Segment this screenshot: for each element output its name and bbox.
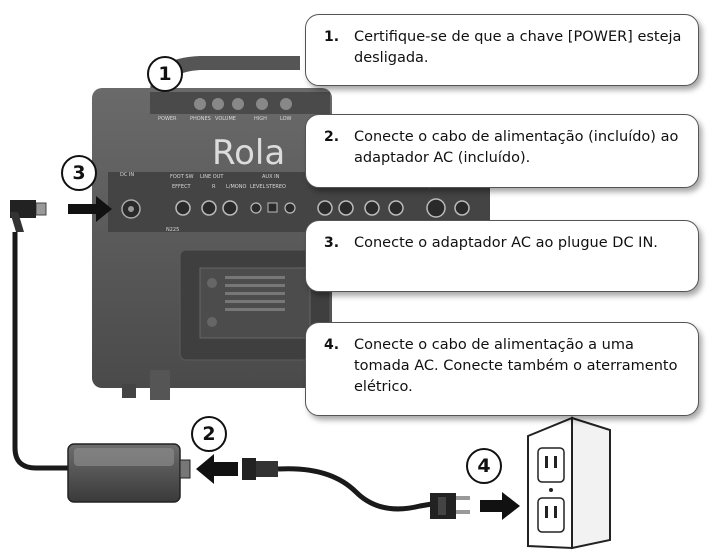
step-box-2: 2. Conecte o cabo de alimentação (incluí…	[305, 114, 699, 188]
panel-label-level: LEVEL	[250, 184, 266, 190]
step-text: Conecte o cabo de alimentação a uma toma…	[354, 337, 678, 395]
panel-label-l-mono: L/MONO	[226, 184, 246, 190]
callout-1: 1	[147, 56, 183, 92]
step-box-3: 3. Conecte o adaptador AC ao plugue DC I…	[305, 220, 699, 292]
arrow-right-icon	[480, 492, 520, 520]
amplifier-device: POWER PHONES VOLUME HIGH LOW Rola DC IN …	[92, 56, 332, 400]
callout-4: 4	[466, 448, 502, 484]
ac-plug-icon	[438, 497, 446, 515]
power-cable	[242, 458, 470, 519]
panel-label-foot-sw: FOOT SW	[170, 174, 194, 180]
step-text: Certifique-se de que a chave [POWER] est…	[354, 29, 682, 66]
panel-label-dc-in: DC IN	[120, 172, 134, 178]
step-number: 4.	[324, 337, 340, 353]
step-number: 3.	[324, 235, 340, 251]
panel-label-high: HIGH	[254, 116, 267, 122]
brand-logo: Rola	[212, 133, 285, 173]
step-number: 1.	[324, 29, 340, 45]
panel-label-effect: EFFECT	[172, 184, 192, 190]
arrow-right-icon	[68, 196, 112, 222]
power-adapter-icon	[67, 443, 191, 503]
arrow-left-icon	[196, 454, 238, 484]
panel-label-volume: VOLUME	[215, 116, 236, 122]
panel-label-stereo: STEREO	[266, 184, 286, 190]
panel-label-n225: N225	[166, 227, 179, 233]
step-text: Conecte o cabo de alimentação (incluído)…	[354, 129, 679, 166]
panel-label-aux-in: AUX IN	[262, 174, 280, 180]
panel-label-low: LOW	[280, 116, 292, 122]
step-number: 2.	[324, 129, 340, 145]
panel-label-phones: PHONES	[190, 116, 211, 122]
panel-label-power: POWER	[158, 116, 177, 122]
callout-2: 2	[191, 416, 227, 452]
step-box-4: 4. Conecte o cabo de alimentação a uma t…	[305, 322, 699, 416]
callout-3: 3	[61, 155, 97, 191]
step-text: Conecte o adaptador AC ao plugue DC IN.	[354, 235, 658, 251]
dc-cable	[10, 200, 76, 471]
step-box-1: 1. Certifique-se de que a chave [POWER] …	[305, 14, 699, 86]
panel-label-line-out: LINE OUT	[200, 174, 224, 180]
panel-label-r: R	[212, 184, 216, 190]
wall-outlet-icon	[527, 416, 611, 550]
